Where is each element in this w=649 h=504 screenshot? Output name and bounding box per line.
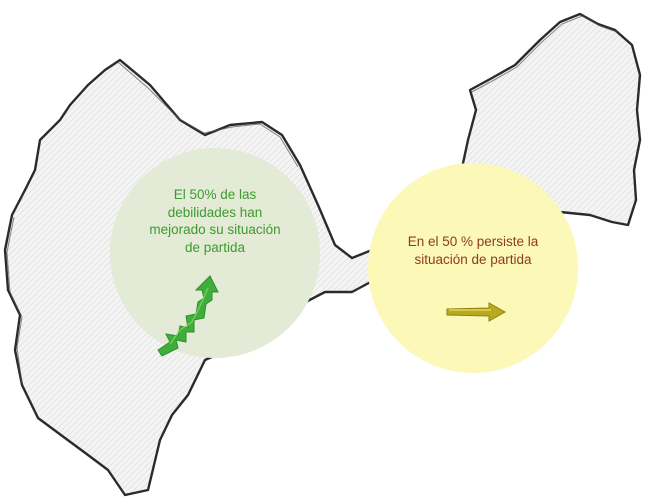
persists-text: En el 50 % persiste la situación de part… xyxy=(407,234,539,267)
persists-bubble: En el 50 % persiste la situación de part… xyxy=(368,163,578,373)
zigzag-up-arrow-icon xyxy=(152,270,224,360)
improved-text: El 50% de las debilidades han mejorado s… xyxy=(149,187,281,255)
right-arrow-icon xyxy=(445,302,507,322)
improved-bubble: El 50% de las debilidades han mejorado s… xyxy=(110,148,320,358)
